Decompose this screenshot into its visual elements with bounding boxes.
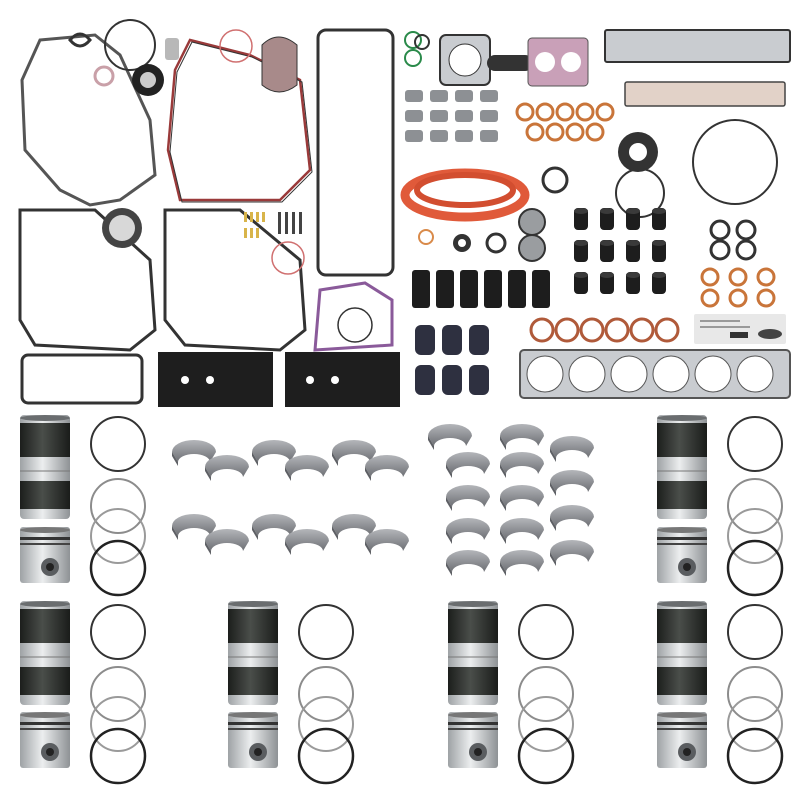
cylinder-kit-3: [19, 600, 147, 785]
main-bearings: [428, 424, 594, 576]
valve-stem-seals: [574, 208, 666, 294]
silicone-seal-coil: [400, 168, 530, 222]
oil-pan-gasket: [316, 28, 395, 277]
rocker-isolators: [405, 90, 498, 142]
valve-cover-gaskets: [604, 29, 791, 107]
misc-seals-center: [418, 208, 546, 262]
front-cover-gasket: [20, 33, 157, 207]
small-gaskets-top: [68, 19, 298, 96]
cylinder-kit-6: [656, 600, 784, 785]
injector-sleeves: [412, 270, 550, 308]
oil-cooler-gaskets: [20, 352, 400, 407]
cylinder-kit-5: [447, 600, 575, 785]
seal-rings-right: [700, 219, 776, 308]
exhaust-gaskets: [439, 34, 589, 87]
small-orings-left: [404, 31, 430, 67]
round-gaskets-right: [615, 119, 778, 218]
rod-bearings: [172, 440, 409, 555]
oil-pan-gasket-small: [313, 281, 394, 352]
cylinder-kit-2: [656, 414, 784, 597]
head-gasket: [519, 349, 791, 399]
cylinder-kit-4: [227, 600, 355, 785]
bolts: [244, 212, 305, 275]
thermostat-seal: [541, 166, 569, 194]
cylinder-kit-1: [19, 414, 147, 597]
side-cover-gaskets: [18, 208, 307, 352]
copper-washers: [515, 102, 615, 142]
crevice-seals: [529, 317, 680, 343]
exhaust-manifold-gaskets: [415, 325, 489, 395]
product-label: [694, 314, 786, 344]
